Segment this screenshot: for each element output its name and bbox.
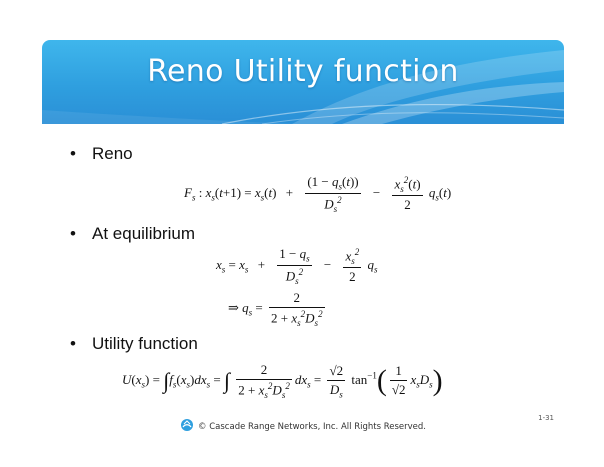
bullet-dot-icon: •	[70, 144, 76, 163]
title-banner: Reno Utility function	[42, 40, 564, 124]
banner-wave-decoration	[42, 50, 564, 124]
equation-reno-update: Fs : xs(t+1) = xs(t) + (1 − qs(t))Ds2 − …	[184, 174, 452, 214]
slide: Reno Utility function • Reno Fs : xs(t+1)…	[42, 40, 564, 444]
footer: © Cascade Range Networks, Inc. All Right…	[42, 418, 564, 435]
bullet-at-equilibrium: • At equilibrium	[70, 224, 195, 244]
company-logo-icon	[180, 418, 194, 435]
slide-title: Reno Utility function	[147, 54, 459, 89]
bullet-dot-icon: •	[70, 224, 76, 243]
bullet-utility-function: • Utility function	[70, 334, 198, 354]
bullet-label: Reno	[92, 144, 133, 163]
copyright-text: © Cascade Range Networks, Inc. All Right…	[198, 422, 426, 432]
page-number: 1-31	[538, 414, 554, 422]
bullet-dot-icon: •	[70, 334, 76, 353]
bullet-reno: • Reno	[70, 144, 133, 164]
bullet-label: Utility function	[92, 334, 198, 353]
bullet-label: At equilibrium	[92, 224, 195, 243]
